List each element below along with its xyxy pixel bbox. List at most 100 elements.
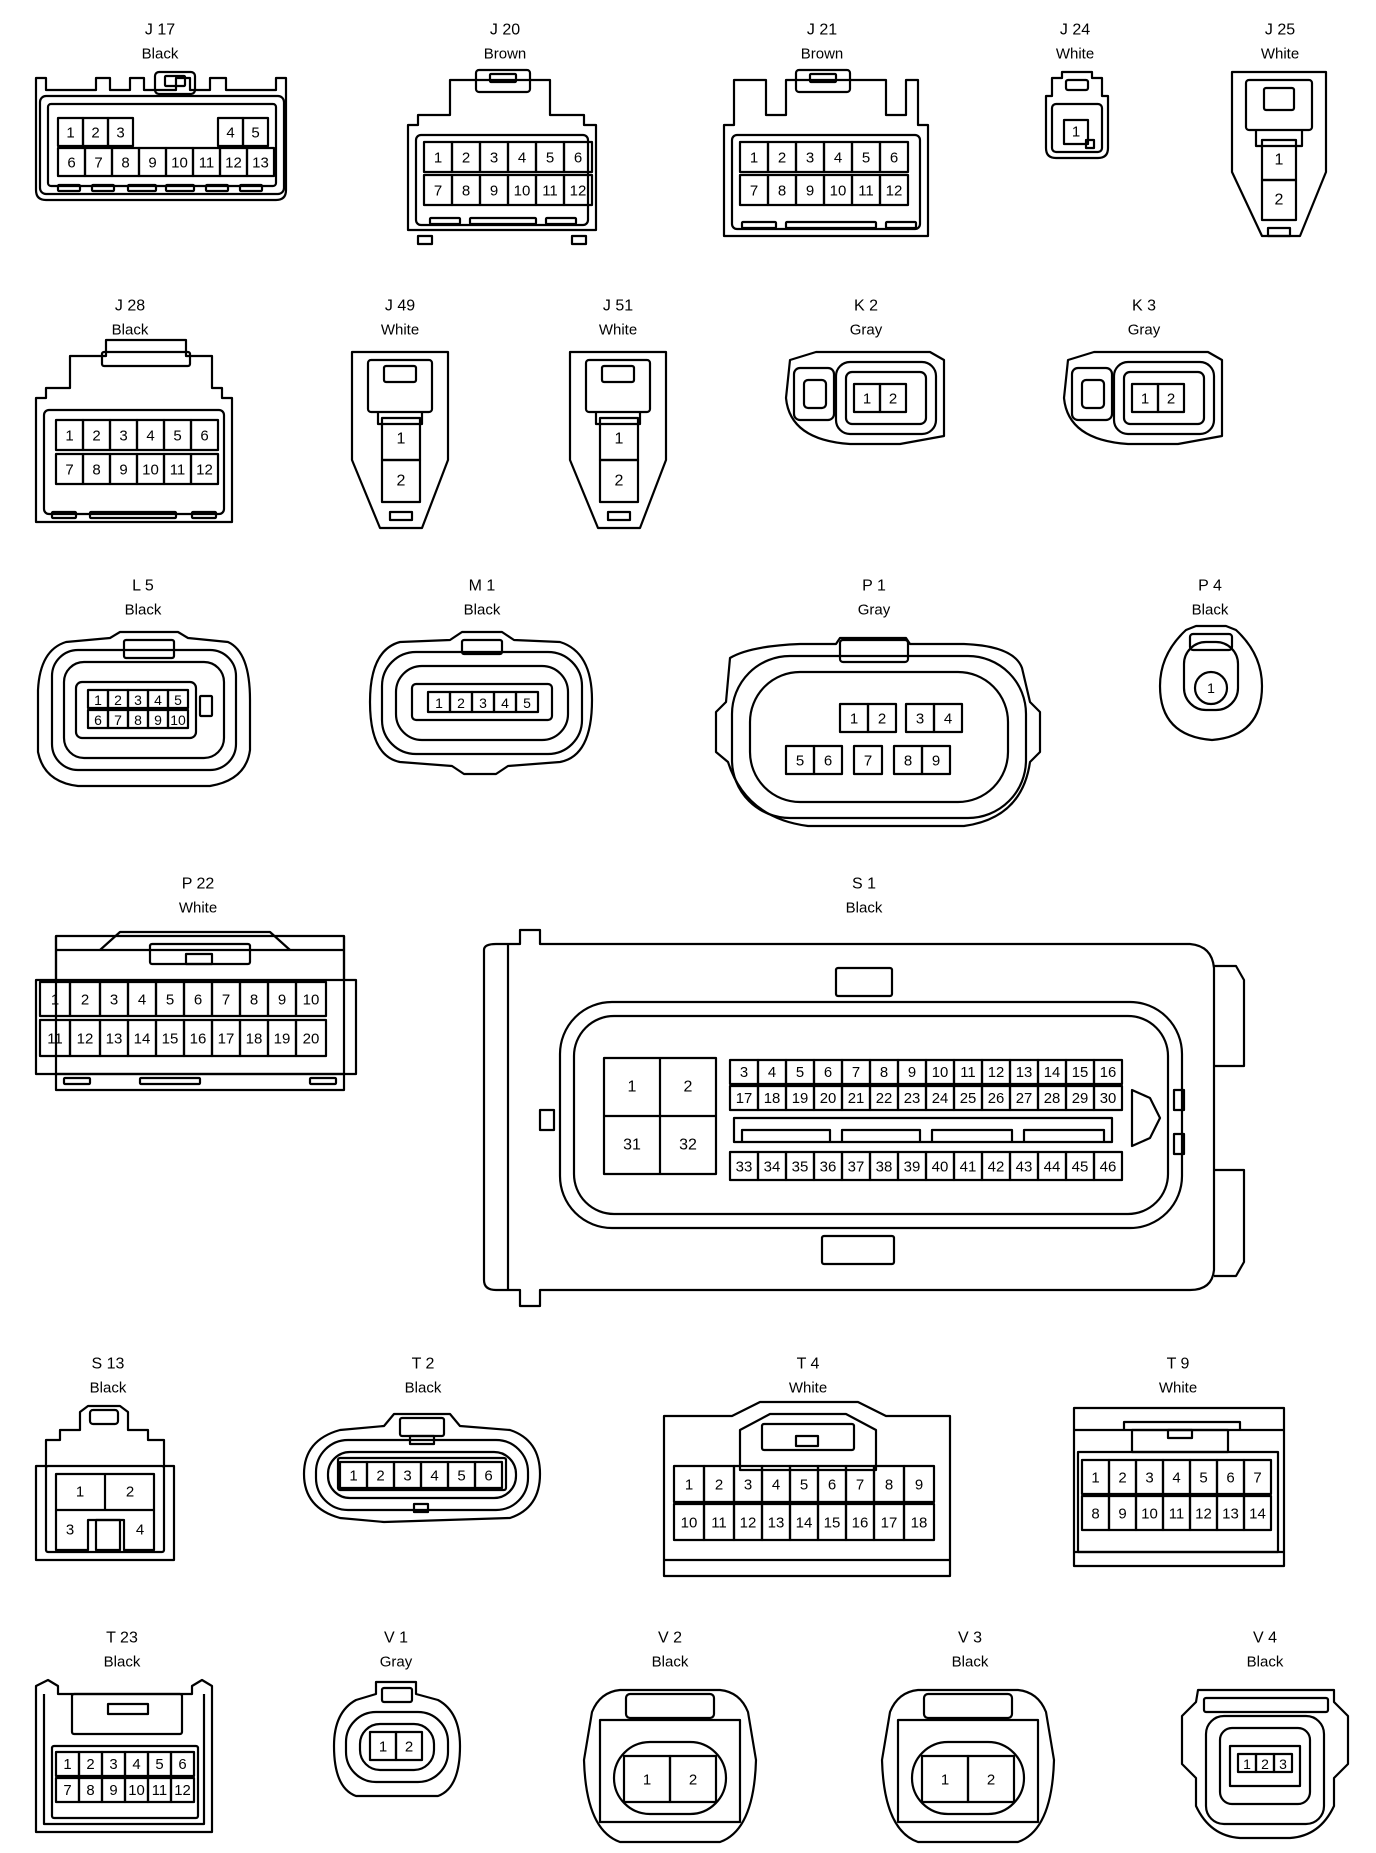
pin-number: 26 bbox=[988, 1091, 1005, 1107]
pin-number: 2 bbox=[889, 391, 897, 408]
connector-id: J 17 bbox=[145, 22, 175, 39]
pin-number: 5 bbox=[457, 1468, 465, 1485]
pin-number: 3 bbox=[916, 711, 924, 728]
pin-number: 7 bbox=[63, 1783, 71, 1799]
pin-number: 40 bbox=[932, 1159, 949, 1176]
pin-cell bbox=[394, 1730, 424, 1762]
pin-cell bbox=[1092, 1150, 1124, 1182]
housing-outline bbox=[1244, 78, 1314, 132]
pin-cell bbox=[878, 382, 908, 414]
connector-j24: 1 bbox=[1044, 70, 1110, 160]
pin-number: 38 bbox=[876, 1159, 893, 1176]
pin-number: 10 bbox=[142, 462, 159, 479]
pin-number: 10 bbox=[170, 712, 186, 728]
pin-number: 8 bbox=[885, 1477, 893, 1494]
pin-cell bbox=[1242, 1458, 1273, 1496]
housing-outline bbox=[1072, 1406, 1286, 1568]
housing-outline bbox=[358, 1722, 436, 1772]
housing-outline bbox=[1254, 130, 1304, 148]
pin-number: 2 bbox=[397, 473, 406, 490]
pin-number: 12 bbox=[570, 183, 587, 200]
pin-cell bbox=[1156, 382, 1186, 414]
housing-outline bbox=[582, 1688, 758, 1844]
pin-number: 5 bbox=[862, 150, 870, 167]
housing-outline bbox=[54, 934, 346, 1092]
pin-number: 10 bbox=[128, 1783, 145, 1799]
pin-number: 12 bbox=[225, 155, 242, 172]
pin-number: 1 bbox=[1243, 1756, 1251, 1772]
housing-outline bbox=[1044, 70, 1110, 160]
connector-id: J 28 bbox=[115, 298, 145, 315]
pin-number: 10 bbox=[681, 1515, 698, 1532]
pin-number: 1 bbox=[379, 1739, 387, 1756]
pin-cell bbox=[966, 1754, 1016, 1804]
pin-number: 1 bbox=[628, 1079, 637, 1096]
housing-outline bbox=[344, 1710, 450, 1784]
connector-color: Black bbox=[464, 602, 501, 619]
pin-number: 11 bbox=[199, 155, 215, 172]
connector-id: M 1 bbox=[469, 578, 496, 595]
pin-number: 8 bbox=[134, 712, 142, 728]
housing-outline bbox=[380, 650, 584, 756]
pin-number: 4 bbox=[136, 1522, 144, 1539]
pin-cell bbox=[189, 452, 220, 486]
housing-outline bbox=[612, 1740, 728, 1816]
pin-number: 7 bbox=[94, 155, 102, 172]
pin-number: 2 bbox=[376, 1468, 384, 1485]
pin-number: 4 bbox=[1172, 1470, 1180, 1487]
housing-outline bbox=[1070, 366, 1114, 422]
pin-cell bbox=[562, 140, 594, 174]
connector-id: J 21 bbox=[807, 22, 837, 39]
pin-number: 6 bbox=[67, 155, 75, 172]
pin-number: 3 bbox=[744, 1477, 752, 1494]
housing-outline bbox=[598, 1718, 742, 1824]
pin-number: 10 bbox=[303, 992, 320, 1009]
connector-color: Black bbox=[846, 900, 883, 917]
pin-number: 4 bbox=[430, 1468, 438, 1485]
housing-outline bbox=[922, 1692, 1014, 1720]
pin-number: 2 bbox=[457, 695, 465, 711]
pin-number: 4 bbox=[138, 992, 146, 1009]
connector-id: V 4 bbox=[1253, 1630, 1277, 1647]
pin-number: 22 bbox=[876, 1091, 893, 1107]
housing-outline bbox=[1204, 1714, 1326, 1826]
housing-outline bbox=[1084, 138, 1096, 150]
pin-cell bbox=[668, 1754, 718, 1804]
housing-outline bbox=[740, 220, 778, 230]
pin-number: 25 bbox=[960, 1091, 977, 1107]
housing-outline bbox=[558, 1000, 1184, 1230]
pin-cell bbox=[1092, 1058, 1124, 1086]
pin-number: 3 bbox=[109, 1757, 117, 1773]
pin-cell bbox=[189, 418, 220, 452]
connector-id: S 13 bbox=[92, 1356, 125, 1373]
housing-outline bbox=[34, 76, 288, 202]
pin-number: 7 bbox=[114, 712, 122, 728]
pin-number: 1 bbox=[51, 992, 59, 1009]
connector-color: Black bbox=[405, 1380, 442, 1397]
housing-outline bbox=[1130, 1088, 1162, 1148]
pin-number: 2 bbox=[405, 1739, 413, 1756]
housing-outline bbox=[198, 694, 214, 718]
housing-outline bbox=[164, 183, 196, 193]
pin-number: 8 bbox=[778, 183, 786, 200]
housing-outline bbox=[56, 183, 82, 193]
housing-outline bbox=[714, 636, 1042, 828]
pin-number: 8 bbox=[880, 1065, 888, 1081]
housing-outline bbox=[34, 1678, 214, 1834]
housing-outline bbox=[820, 1234, 896, 1266]
pin-cell bbox=[166, 708, 190, 730]
housing-outline bbox=[1262, 86, 1296, 112]
housing-outline bbox=[302, 1412, 542, 1524]
housing-outline bbox=[366, 358, 434, 414]
pin-number: 46 bbox=[1100, 1159, 1117, 1176]
pin-number: 2 bbox=[878, 711, 886, 728]
